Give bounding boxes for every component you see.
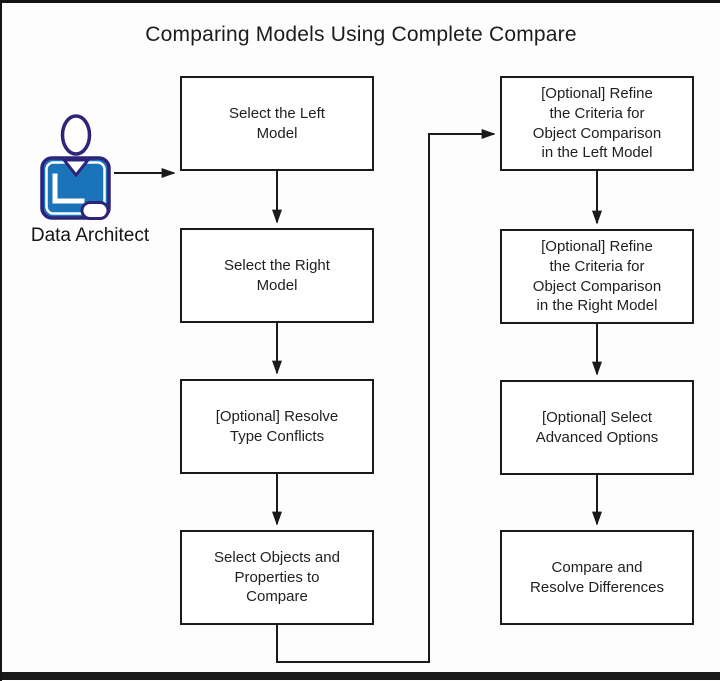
step-compare-resolve-differences: Compare and Resolve Differences — [500, 530, 694, 625]
step-refine-criteria-left-model: [Optional] Refine the Criteria for Objec… — [500, 76, 694, 171]
person-collar — [60, 158, 92, 178]
step-select-left-model: Select the Left Model — [180, 76, 374, 171]
step-refine-criteria-right-model: [Optional] Refine the Criteria for Objec… — [500, 229, 694, 324]
step-select-right-model: Select the Right Model — [180, 228, 374, 323]
actor-label: Data Architect — [30, 225, 150, 246]
step-select-objects-properties: Select Objects and Properties to Compare — [180, 530, 374, 625]
step-label: Select the Right Model — [224, 256, 330, 294]
person-arm — [52, 173, 85, 204]
step-label: [Optional] Refine the Criteria for Objec… — [532, 84, 662, 162]
step-label: Compare and Resolve Differences — [530, 558, 664, 596]
step-label: Select the Left Model — [229, 104, 325, 142]
step-select-advanced-options: [Optional] Select Advanced Options — [500, 380, 694, 475]
diagram-title: Comparing Models Using Complete Compare — [145, 23, 577, 46]
person-hand — [80, 201, 110, 220]
person-icon — [40, 114, 111, 220]
step-label: [Optional] Select Advanced Options — [535, 408, 659, 446]
bottom-border-bar — [2, 672, 720, 680]
step-label: [Optional] Resolve Type Conflicts — [215, 407, 339, 445]
step-label: Select Objects and Properties to Compare — [214, 548, 340, 606]
person-head — [60, 114, 92, 156]
step-resolve-type-conflicts: [Optional] Resolve Type Conflicts — [180, 379, 374, 474]
step-label: [Optional] Refine the Criteria for Objec… — [532, 237, 662, 315]
